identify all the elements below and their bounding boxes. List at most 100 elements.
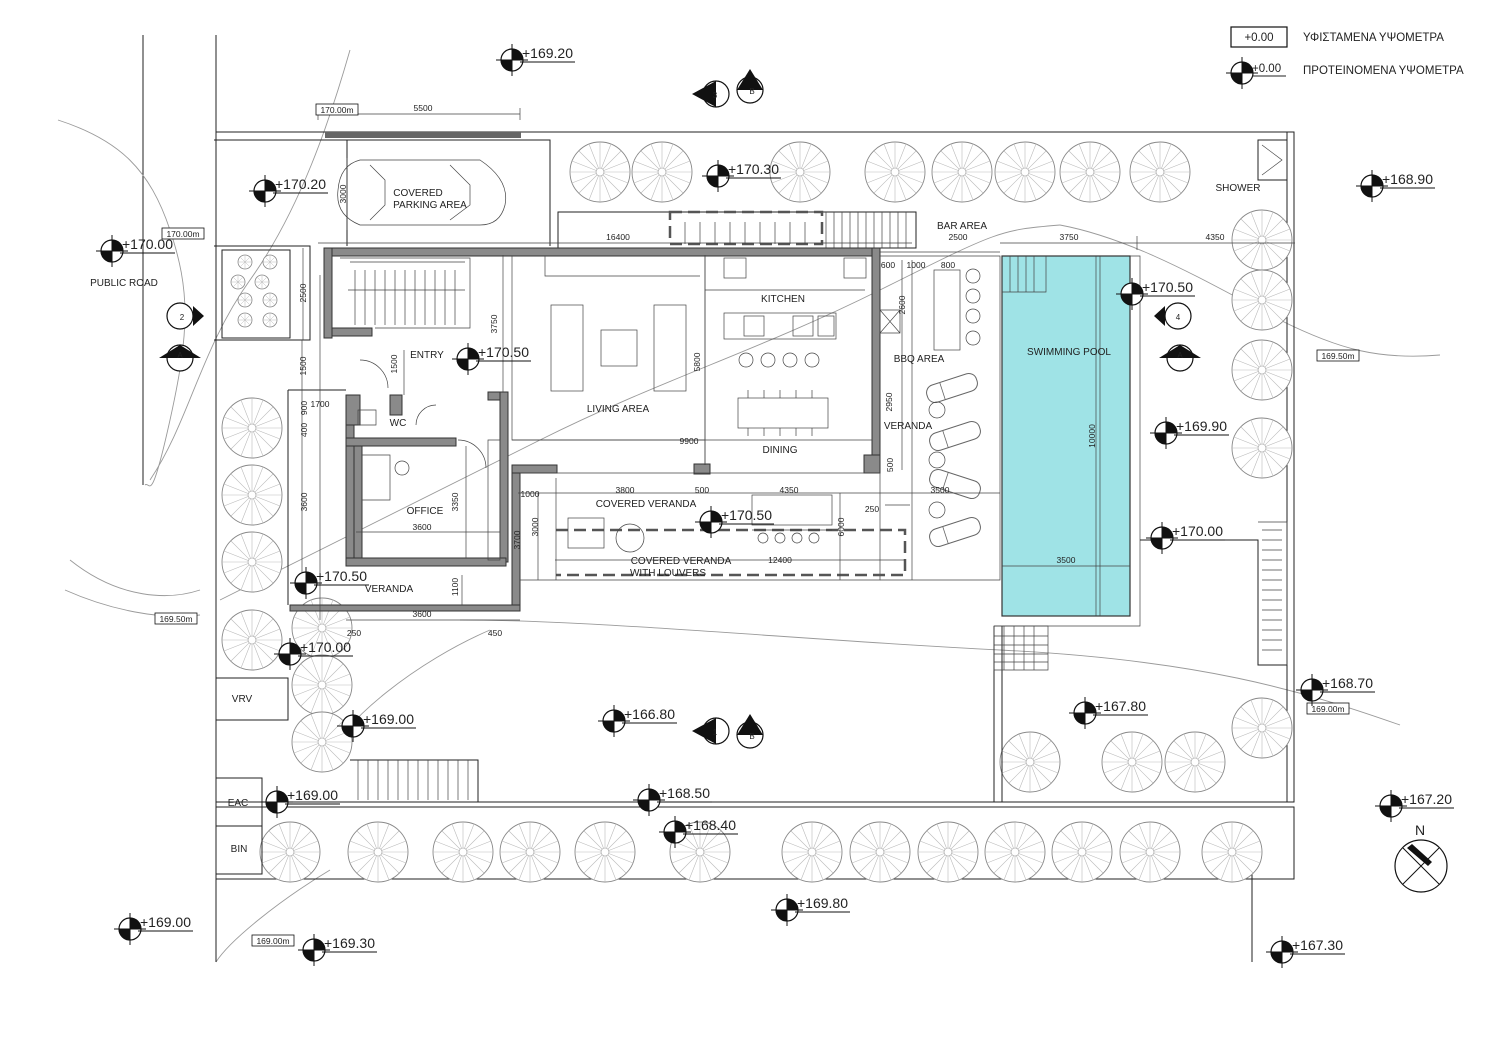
- room-label-veranda-east: VERANDA: [884, 421, 933, 432]
- dimension-text: 4350: [780, 485, 799, 495]
- level-marker: +169.00: [113, 912, 193, 946]
- section-2-label: 2: [180, 313, 185, 322]
- room-label-living: LIVING AREA: [587, 404, 650, 415]
- room-label-kitchen: KITCHEN: [761, 294, 805, 305]
- dimension-text: 3800: [616, 485, 635, 495]
- level-marker: +167.30: [1265, 935, 1345, 969]
- dimension-text: 1500: [298, 356, 308, 375]
- level-value: +168.70: [1322, 675, 1373, 691]
- legend-proposed-value: +0.00: [1252, 63, 1281, 75]
- dimension-text: 1000: [907, 260, 926, 270]
- level-value: +167.20: [1401, 791, 1452, 807]
- level-value: +167.30: [1292, 937, 1343, 953]
- level-marker: +168.40: [658, 815, 738, 849]
- dimension-lines: [301, 108, 1295, 621]
- dimension-text: 400: [299, 423, 309, 437]
- room-label-entry: ENTRY: [410, 350, 444, 361]
- level-value: +169.80: [797, 895, 848, 911]
- level-value: +169.90: [1176, 418, 1227, 434]
- proposed-levels: +169.20+170.30+168.90+170.20+170.00+170.…: [95, 43, 1454, 969]
- dimension-text: 3500: [1057, 555, 1076, 565]
- room-label-dining: DINING: [763, 445, 798, 456]
- existing-level: 170.00m: [320, 105, 353, 115]
- room-label-bbq: BBQ AREA: [894, 354, 945, 365]
- level-value: +169.00: [287, 787, 338, 803]
- room-label-bin: BIN: [231, 844, 248, 855]
- section-markers: 3 B 2 A 4 A 1: [159, 69, 1201, 749]
- level-marker: +170.00: [1145, 521, 1225, 555]
- covered-veranda: [520, 472, 907, 581]
- trees-north: [569, 141, 1191, 203]
- existing-level: 169.00m: [256, 936, 289, 946]
- level-value: +170.00: [122, 236, 173, 252]
- room-label-parking-1: COVERED: [393, 188, 442, 199]
- level-value: +169.00: [363, 711, 414, 727]
- level-marker: +169.00: [260, 785, 340, 819]
- legend-existing-value: +0.00: [1244, 32, 1273, 44]
- level-value: +170.50: [478, 344, 529, 360]
- level-marker: +166.80: [597, 704, 677, 738]
- level-value: +169.30: [324, 935, 375, 951]
- existing-level: 169.50m: [159, 614, 192, 624]
- level-value: +170.30: [728, 161, 779, 177]
- level-marker: +170.20: [248, 174, 328, 208]
- level-value: +170.50: [721, 507, 772, 523]
- dimension-text: 5800: [692, 352, 702, 371]
- level-value: +167.80: [1095, 698, 1146, 714]
- level-value: +166.80: [624, 706, 675, 722]
- dimension-text: 3500: [931, 485, 950, 495]
- north-terrace: [557, 139, 1288, 249]
- shrubs: [230, 254, 278, 328]
- dimension-text: 3350: [450, 492, 460, 511]
- dimension-text: 3000: [530, 517, 540, 536]
- house-walls: [287, 247, 881, 612]
- dimension-text: 3600: [299, 492, 309, 511]
- dimension-text: 450: [488, 628, 502, 638]
- section-1-label: 1: [713, 728, 718, 737]
- legend-existing-box: [1230, 26, 1288, 48]
- dimension-text: 2500: [949, 232, 968, 242]
- existing-levels: 170.00m 170.00m 169.50m 169.50m 169.00m …: [154, 103, 1360, 947]
- section-4-label: 4: [1176, 313, 1181, 322]
- section-b-bottom-label: B: [749, 732, 754, 741]
- north-label: N: [1415, 822, 1425, 838]
- room-label-wc: WC: [390, 418, 407, 429]
- room-label-pool: SWIMMING POOL: [1027, 347, 1111, 358]
- level-marker: +170.00: [273, 637, 353, 671]
- dimension-text: 1000: [521, 489, 540, 499]
- dimension-text: 1100: [450, 578, 460, 597]
- legend-proposed-label: ΠΡΟΤΕΙΝΟΜΕΝΑ ΥΨΟΜΕΤΡΑ: [1303, 65, 1464, 77]
- level-marker: +170.50: [694, 505, 774, 539]
- dimension-text: 3750: [1060, 232, 1079, 242]
- dimension-text: 2950: [884, 392, 894, 411]
- section-b-top-label: B: [749, 87, 754, 96]
- dimension-text: 3750: [489, 314, 499, 333]
- trees-south: [259, 821, 1263, 883]
- level-marker: +167.80: [1068, 696, 1148, 730]
- level-value: +168.50: [659, 785, 710, 801]
- section-a-east-label: A: [1177, 351, 1183, 360]
- room-label-public-road: PUBLIC ROAD: [90, 278, 158, 289]
- room-label-shower: SHOWER: [1216, 183, 1261, 194]
- level-marker: +169.90: [1149, 416, 1229, 450]
- level-marker: +170.50: [289, 566, 369, 600]
- dimension-text: 3000: [338, 184, 348, 203]
- room-label-office: OFFICE: [407, 506, 444, 517]
- level-marker: +168.70: [1295, 673, 1375, 707]
- level-value: +170.00: [300, 639, 351, 655]
- east-veranda: [880, 255, 1001, 581]
- level-value: +168.40: [685, 817, 736, 833]
- dimension-text: 2600: [897, 295, 907, 314]
- dimension-text: 10000: [1087, 424, 1097, 448]
- level-value: +169.00: [140, 914, 191, 930]
- room-label-parking-2: PARKING AREA: [393, 200, 467, 211]
- dimension-text: 3700: [512, 530, 522, 549]
- dimension-text: 600: [881, 260, 895, 270]
- dimension-text: 5500: [414, 103, 433, 113]
- existing-level: 169.50m: [1321, 351, 1354, 361]
- dimension-text: 16400: [606, 232, 630, 242]
- level-marker: +168.50: [632, 783, 712, 817]
- level-marker: +168.90: [1355, 169, 1435, 203]
- level-marker: +169.80: [770, 893, 850, 927]
